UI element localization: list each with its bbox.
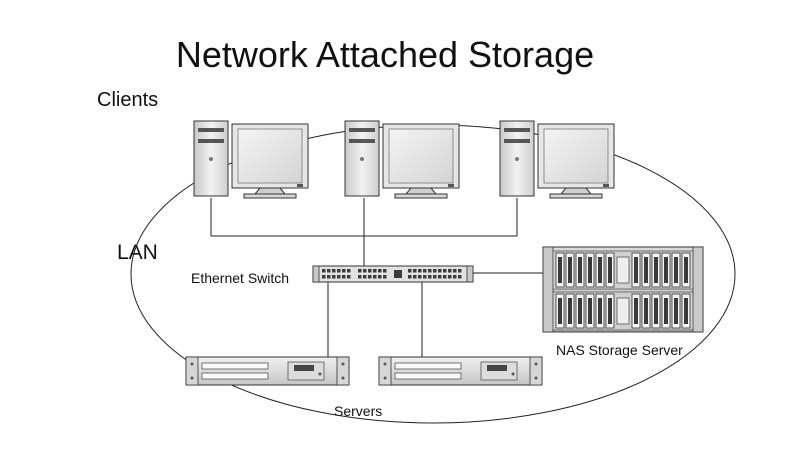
rack-server-icon	[185, 356, 350, 386]
ethernet-switch-icon	[312, 265, 474, 283]
client-workstation-icon	[344, 120, 460, 199]
rack-server-1	[185, 356, 350, 386]
ethernet-switch-label: Ethernet Switch	[191, 270, 290, 286]
clients-label: Clients	[97, 89, 159, 111]
client-workstation-1	[193, 120, 309, 199]
rack-server-icon	[378, 356, 543, 386]
rack-server-2	[378, 356, 543, 386]
nas-storage-server-label: NAS Storage Server	[556, 342, 683, 358]
nas-storage-array-icon	[542, 246, 704, 333]
servers-label: Servers	[334, 403, 383, 419]
client-workstation-2	[344, 120, 460, 199]
client-workstation-icon	[499, 120, 615, 199]
client-workstation-3	[499, 120, 615, 199]
client-workstation-icon	[193, 120, 309, 199]
lan-label: LAN	[117, 241, 158, 264]
network-wiring	[210, 198, 543, 357]
diagram-title: Network Attached Storage	[175, 34, 595, 75]
